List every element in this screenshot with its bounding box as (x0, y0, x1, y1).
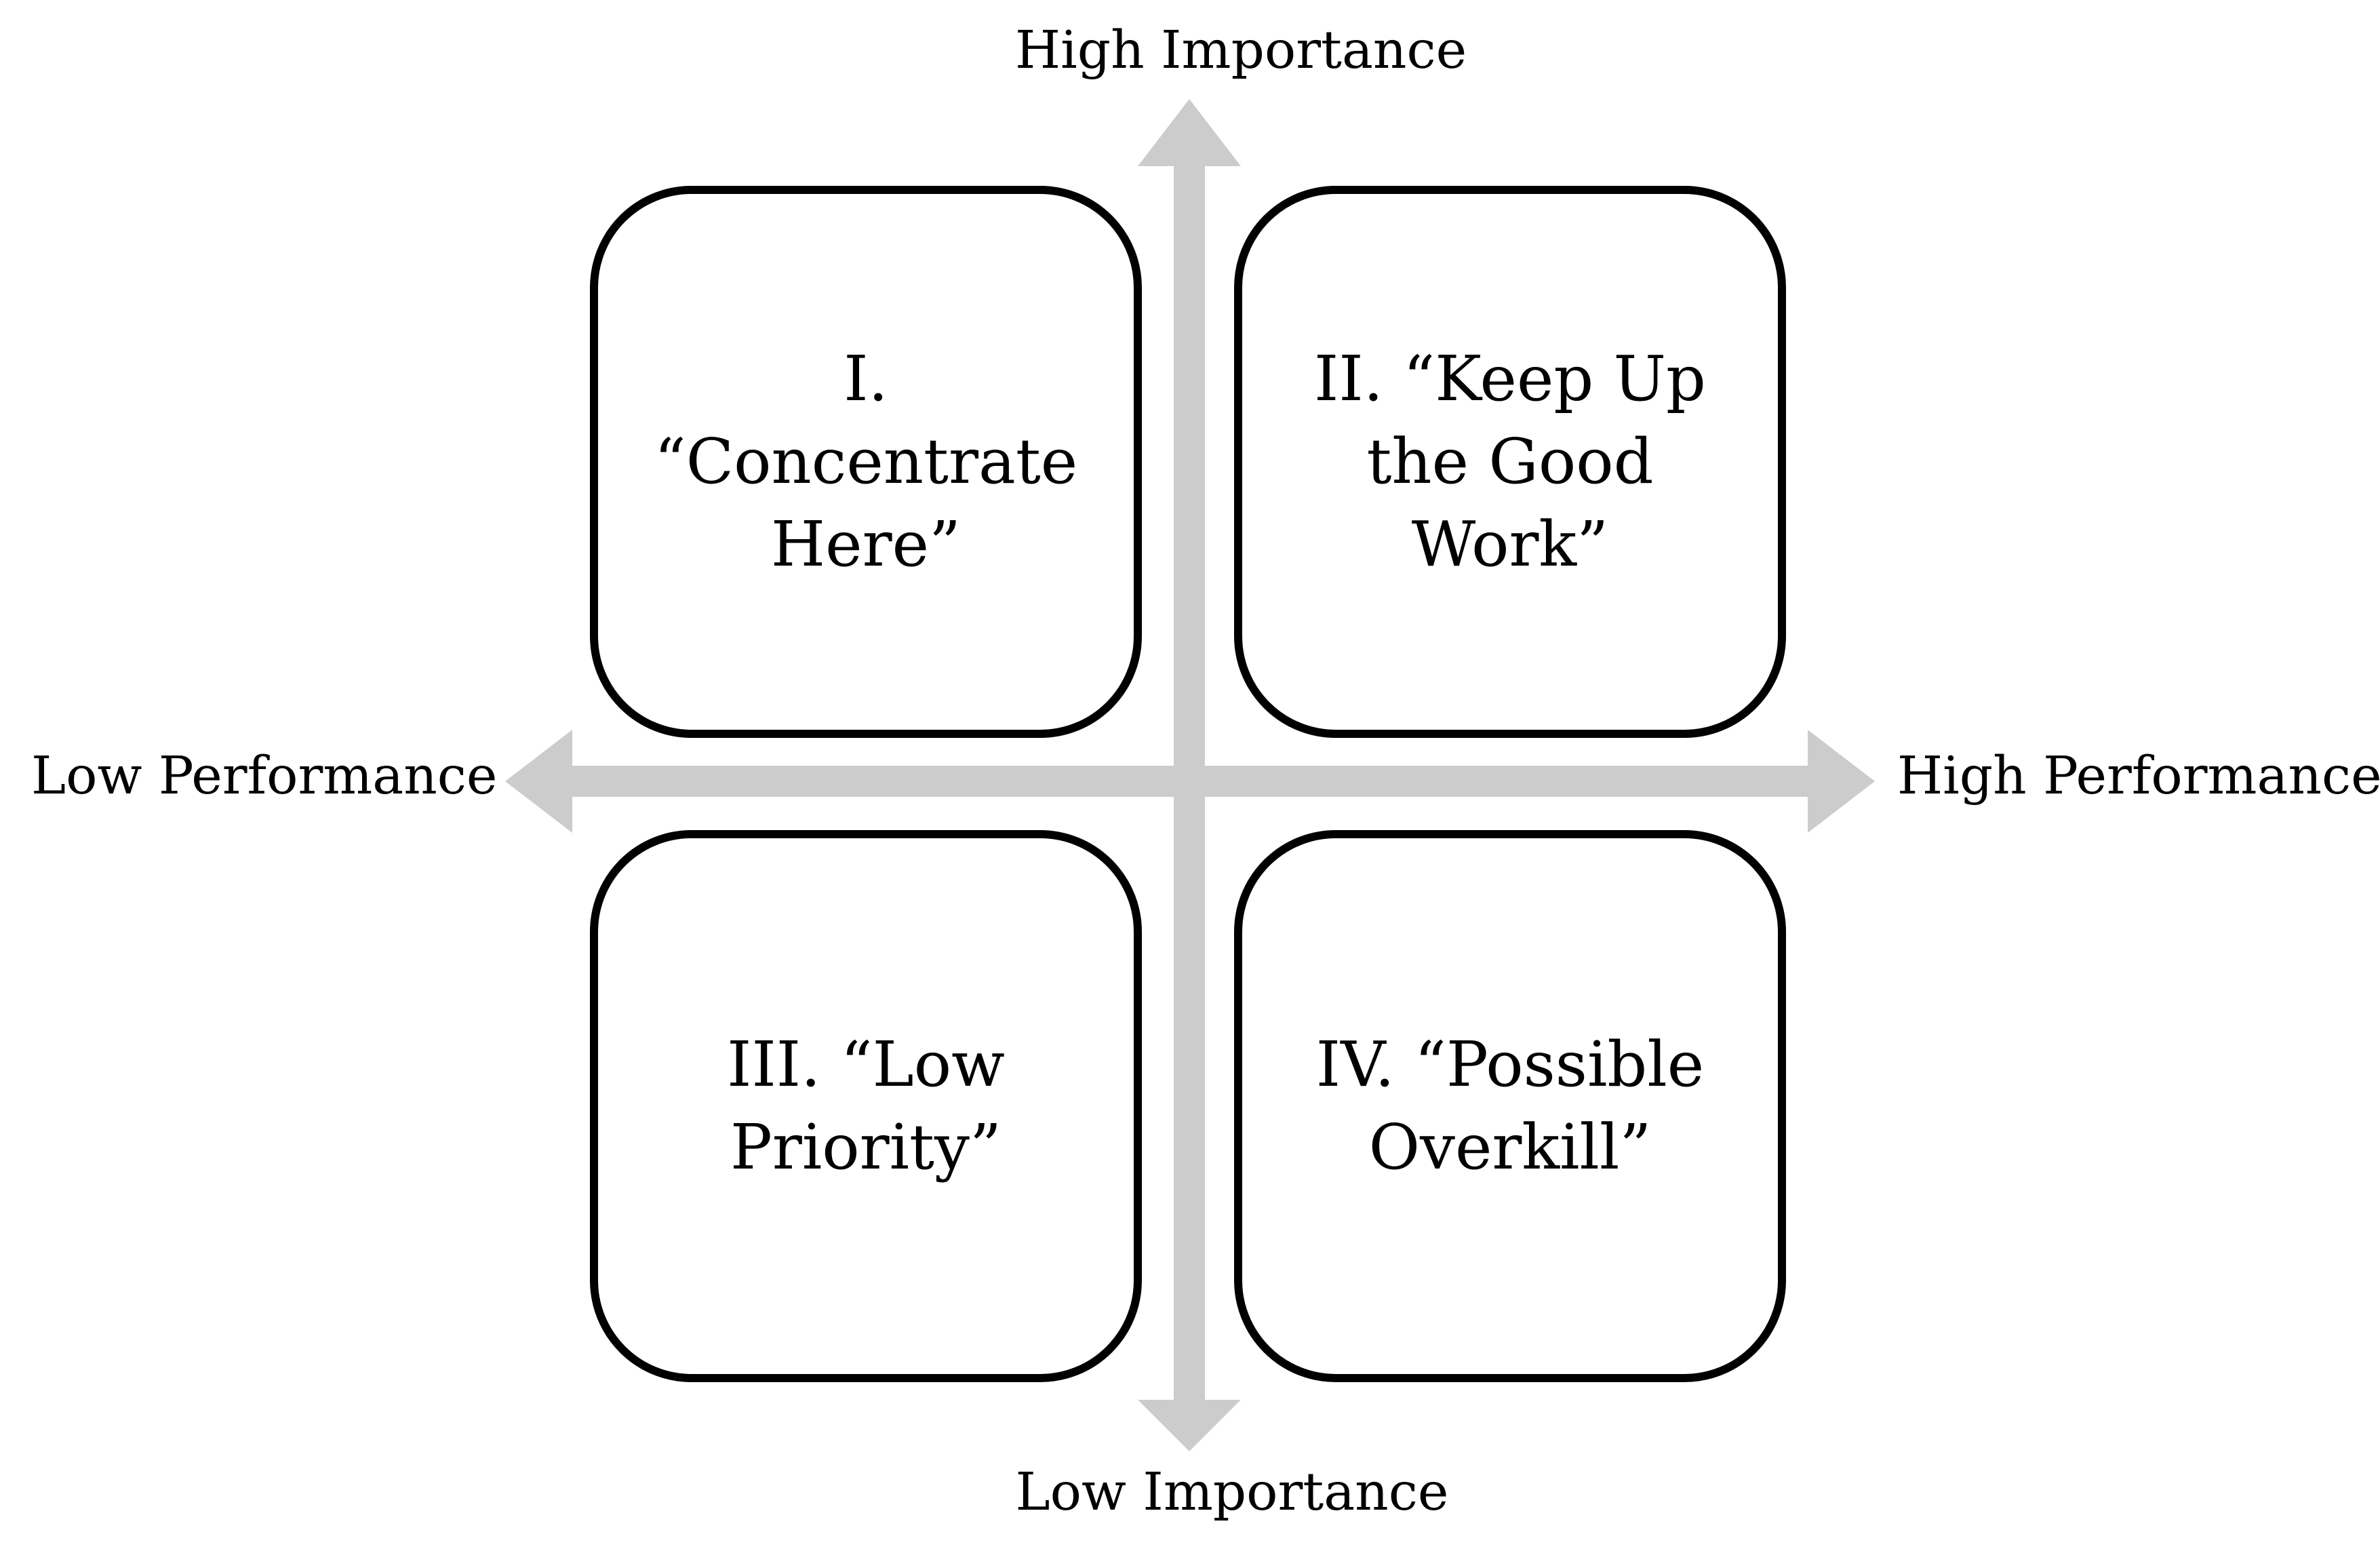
quadrant-2-line-1: II. “Keep Up (1314, 342, 1706, 415)
quadrant-2-text: II. “Keep Up the Good Work” (1287, 338, 1733, 586)
quadrant-4-line-1: IV. “Possible (1315, 1028, 1705, 1101)
right-arrowhead (1808, 730, 1875, 833)
quadrant-3-line-1: III. “Low (727, 1028, 1005, 1101)
quadrant-4-line-2: Overkill” (1368, 1111, 1652, 1183)
axis-label-high-performance: High Performance (1897, 746, 2380, 806)
axis-label-low-performance: Low Performance (31, 746, 498, 806)
quadrant-low-priority: III. “Low Priority” (590, 830, 1142, 1382)
axis-label-low-importance: Low Importance (1015, 1462, 1449, 1523)
quadrant-1-line-3: Here” (770, 508, 961, 581)
quadrant-1-line-2: “Concentrate (654, 425, 1078, 498)
down-arrowhead (1138, 1400, 1241, 1451)
quadrant-2-line-3: Work” (1411, 508, 1609, 581)
quadrant-concentrate-here: I. “Concentrate Here” (590, 186, 1142, 738)
quadrant-1-text: I. “Concentrate Here” (627, 338, 1105, 586)
quadrant-4-text: IV. “Possible Overkill” (1289, 1023, 1731, 1189)
up-arrowhead (1138, 99, 1241, 166)
horizontal-axis-shaft (556, 766, 1831, 797)
quadrant-3-line-2: Priority” (730, 1111, 1002, 1183)
quadrant-2-line-2: the Good (1366, 425, 1654, 498)
axis-label-high-importance: High Importance (1015, 20, 1467, 81)
left-arrowhead (505, 730, 572, 833)
quadrant-possible-overkill: IV. “Possible Overkill” (1234, 830, 1786, 1382)
quadrant-keep-up-the-good-work: II. “Keep Up the Good Work” (1234, 186, 1786, 738)
quadrant-1-line-1: I. (844, 342, 888, 415)
quadrant-3-text: III. “Low Priority” (700, 1023, 1032, 1189)
